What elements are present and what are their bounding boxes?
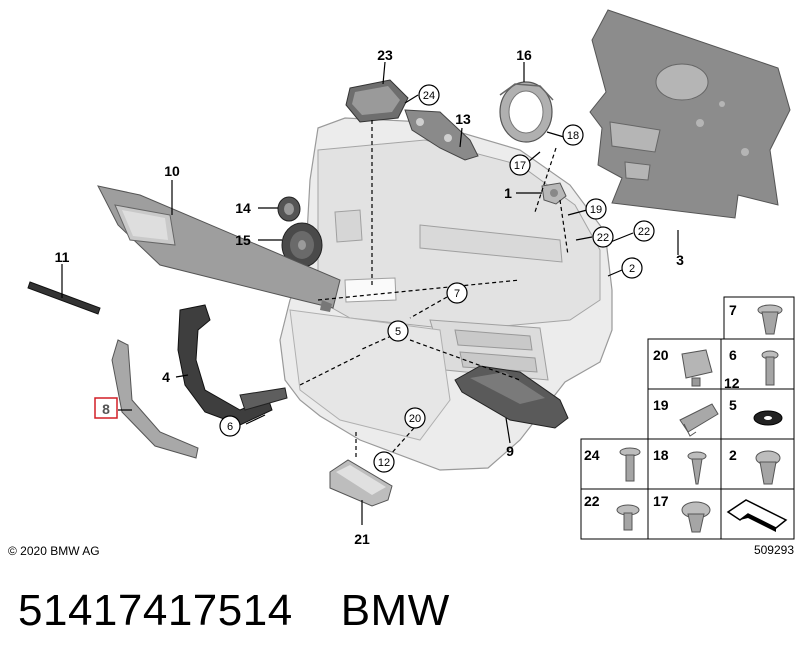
callout-11: 11 <box>55 249 70 265</box>
callout-22-a: 22 <box>597 232 609 244</box>
trim-strip <box>27 281 101 315</box>
copyright-text: © 2020 BMW AG <box>8 544 100 558</box>
clip <box>541 182 567 205</box>
callout-17: 17 <box>514 160 526 172</box>
callout-3: 3 <box>676 252 684 268</box>
screw-18-icon <box>687 451 707 485</box>
callout-12: 12 <box>378 457 390 469</box>
callout-18: 18 <box>567 130 579 142</box>
callout-6: 6 <box>227 421 233 433</box>
callout-4: 4 <box>162 369 170 385</box>
grab-handle <box>111 339 199 459</box>
grid-label-24: 24 <box>584 447 600 463</box>
diagram-number: 509293 <box>754 543 794 557</box>
callout-19: 19 <box>590 204 602 216</box>
grid-label-20: 20 <box>653 347 669 363</box>
grid-label-5: 5 <box>729 397 737 413</box>
clip-nut-icon <box>681 349 713 387</box>
push-clip-icon <box>757 304 783 335</box>
grid-label-2: 2 <box>729 447 737 463</box>
tweeter <box>277 196 301 222</box>
expanding-clip-icon <box>755 450 781 485</box>
circled-callouts: 24 18 17 19 22 22 2 7 5 6 20 12 <box>219 84 655 473</box>
speaker-ring <box>499 81 554 143</box>
sound-insulation-panel <box>589 9 791 219</box>
module-housing <box>345 79 409 123</box>
grid-label-17: 17 <box>653 493 669 509</box>
upper-trim-strip <box>97 185 341 312</box>
spring-clip-icon <box>679 403 719 437</box>
grid-label-6: 6 <box>729 347 737 363</box>
callout-2: 2 <box>629 263 635 275</box>
callout-20: 20 <box>409 413 421 425</box>
brand-name: BMW <box>340 586 450 635</box>
storage-insert <box>329 459 393 507</box>
callout-14: 14 <box>235 200 251 216</box>
callout-1: 1 <box>504 185 512 201</box>
washer-icon <box>753 410 783 426</box>
grid-label-22: 22 <box>584 493 600 509</box>
callout-13: 13 <box>455 111 471 127</box>
grid-label-7: 7 <box>729 302 737 318</box>
armrest <box>454 365 569 429</box>
callout-15: 15 <box>235 232 251 248</box>
part-number: 51417417514 <box>18 586 293 635</box>
assembly-arrow-icon <box>726 499 788 532</box>
fastener-grid: 7 20 6 12 19 5 24 18 2 22 17 <box>580 296 795 540</box>
callout-7: 7 <box>454 288 460 300</box>
loudspeaker <box>281 222 323 268</box>
footer: 51417417514 BMW <box>18 586 498 636</box>
callout-23: 23 <box>377 47 393 63</box>
screw-icon <box>761 350 779 386</box>
callout-10: 10 <box>164 163 180 179</box>
door-trim-panel <box>279 117 613 471</box>
callout-21: 21 <box>354 531 370 547</box>
grid-label-18: 18 <box>653 447 669 463</box>
leader-lines <box>61 61 679 525</box>
callout-16: 16 <box>516 47 532 63</box>
screw-24-icon <box>619 447 641 482</box>
callout-22-b: 22 <box>638 226 650 238</box>
callout-labels: 23 16 13 1 10 14 15 11 3 4 9 21 <box>55 47 685 547</box>
grid-label-19: 19 <box>653 397 669 413</box>
callout-24: 24 <box>423 90 435 102</box>
callout-5: 5 <box>395 326 401 338</box>
bracket <box>404 109 479 161</box>
handle-carrier <box>177 304 288 426</box>
nut-clip-17-icon <box>681 501 711 533</box>
callout-8: 8 <box>102 401 110 417</box>
callout-8-highlight[interactable]: 8 <box>94 397 118 419</box>
callout-9: 9 <box>506 443 514 459</box>
bolt-22-icon <box>616 504 640 531</box>
grid-label-12: 12 <box>724 375 740 391</box>
